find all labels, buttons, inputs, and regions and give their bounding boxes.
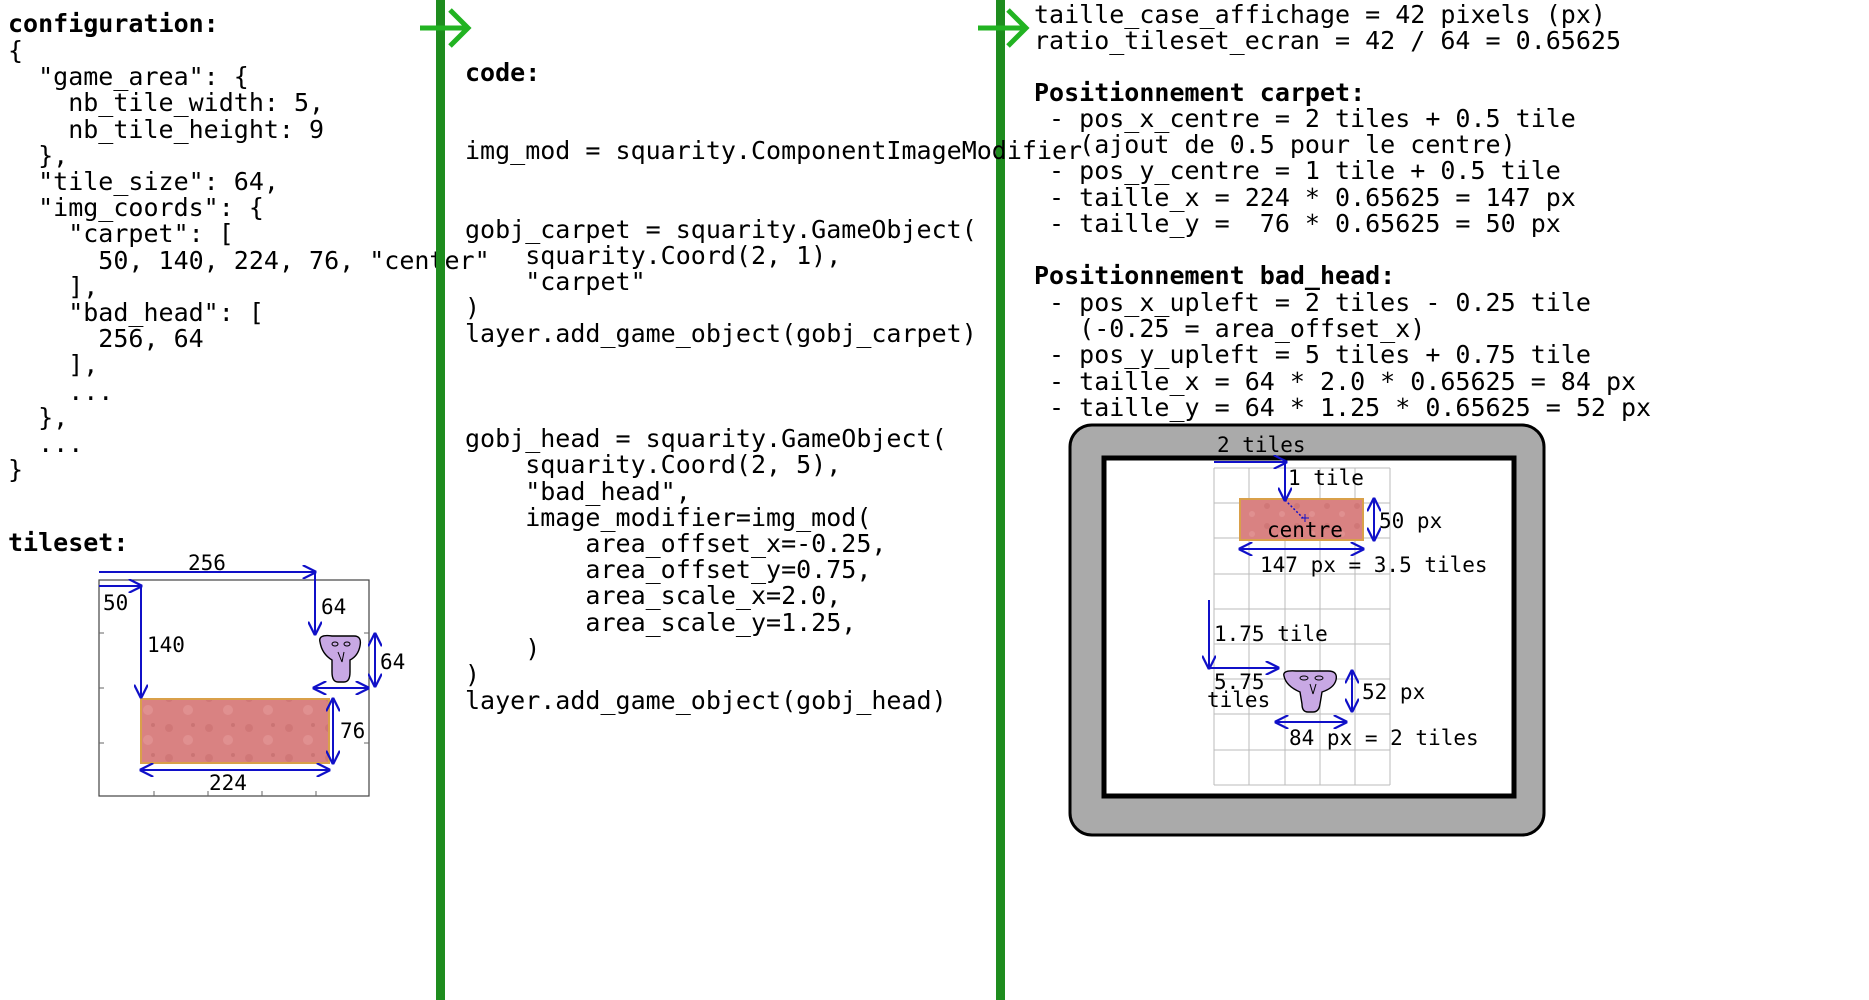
- code-line: squarity.Coord(2, 1),: [465, 240, 842, 270]
- screen-label-5-75: 5.75: [1214, 670, 1265, 694]
- config-line: nb_tile_height: 9: [8, 114, 325, 144]
- config-line: },: [8, 402, 69, 432]
- code-line: gobj_carpet = squarity.GameObject(: [465, 214, 977, 244]
- carpet-line: (ajout de 0.5 pour le centre): [1034, 130, 1516, 160]
- screen-label-147-px: 147 px = 3.5 tiles: [1260, 553, 1488, 577]
- label-64-height: 64: [380, 650, 406, 674]
- code-line: area_scale_x=2.0,: [465, 581, 842, 611]
- config-line: nb_tile_width: 5,: [8, 88, 325, 118]
- code-line: "carpet": [465, 267, 646, 296]
- bad-head-sprite: [319, 634, 362, 683]
- screen-carpet: [1239, 498, 1364, 541]
- screen-label-84-px: 84 px = 2 tiles: [1289, 726, 1479, 750]
- config-line: 50, 140, 224, 76, "center": [8, 245, 490, 275]
- config-line: "img_coords": {: [8, 193, 264, 223]
- bad-head-line: - pos_x_upleft = 2 tiles - 0.25 tile: [1034, 288, 1591, 317]
- carpet-line: - taille_x = 224 * 0.65625 = 147 px: [1034, 182, 1576, 212]
- code-line: layer.add_game_object(gobj_head): [465, 686, 947, 716]
- config-line: "carpet": [: [8, 219, 234, 249]
- code-line: img_mod = squarity.ComponentImageModifie…: [465, 136, 1083, 165]
- carpet-tile: [140, 698, 330, 764]
- green-right-arrow-icon-2: [978, 8, 1030, 48]
- screen-label-52-px: 52 px: [1362, 680, 1426, 704]
- code-line: squarity.Coord(2, 5),: [465, 450, 842, 480]
- code-line: ): [465, 633, 541, 663]
- screen-label-2-tiles: 2 tiles: [1217, 433, 1306, 457]
- bad-head-line: - pos_y_upleft = 5 tiles + 0.75 tile: [1034, 340, 1591, 370]
- bad-head-section-title: Positionnement bad_head:: [1034, 261, 1396, 290]
- code-line: ): [465, 293, 481, 323]
- code-line: layer.add_game_object(gobj_carpet): [465, 319, 977, 349]
- bad-head-line: - taille_y = 64 * 1.25 * 0.65625 = 52 px: [1034, 392, 1652, 422]
- label-224: 224: [209, 771, 247, 795]
- code-line: area_offset_x=-0.25,: [465, 529, 887, 558]
- screen-label-centre: centre: [1267, 518, 1343, 542]
- bad-head-line: (-0.25 = area_offset_x): [1034, 314, 1426, 344]
- carpet-line: - pos_y_centre = 1 tile + 0.5 tile: [1034, 156, 1561, 186]
- label-140: 140: [147, 633, 185, 657]
- config-line: }: [8, 455, 24, 485]
- green-right-arrow-icon: [420, 8, 472, 48]
- screen-label-50-px: 50 px: [1379, 509, 1443, 533]
- config-line: ...: [8, 429, 84, 458]
- config-line: "bad_head": [: [8, 298, 264, 327]
- code-title: code:: [465, 58, 541, 87]
- config-line: ],: [8, 350, 99, 380]
- dim-centre-dotted: [1284, 499, 1306, 521]
- carpet-line: - pos_x_centre = 2 tiles + 0.5 tile: [1034, 104, 1576, 133]
- divider-right: [996, 0, 1005, 1000]
- config-line: ],: [8, 271, 99, 301]
- ratio-line: taille_case_affichage = 42 pixels (px): [1034, 0, 1606, 29]
- carpet-line: - taille_y = 76 * 0.65625 = 50 px: [1034, 208, 1561, 238]
- bad-head-line: - taille_x = 64 * 2.0 * 0.65625 = 84 px: [1034, 366, 1637, 396]
- config-line: "game_area": {: [8, 62, 249, 92]
- screen-label-1-tile: 1 tile: [1288, 466, 1364, 490]
- label-64-offset: 64: [321, 595, 347, 619]
- code-line: image_modifier=img_mod(: [465, 502, 872, 532]
- code-line: "bad_head",: [465, 476, 691, 506]
- code-line: ): [465, 660, 481, 689]
- code-line: gobj_head = squarity.GameObject(: [465, 424, 947, 454]
- divider-left: [436, 0, 445, 1000]
- config-line: },: [8, 140, 69, 170]
- config-line: "tile_size": 64,: [8, 167, 279, 196]
- label-50: 50: [103, 591, 129, 615]
- config-line: {: [8, 36, 24, 65]
- label-76: 76: [340, 719, 366, 743]
- config-line: 256, 64: [8, 324, 204, 354]
- screen-label-tiles: tiles: [1207, 688, 1271, 712]
- configuration-title: configuration:: [8, 9, 219, 38]
- screen-label-1-75-tile: 1.75 tile: [1214, 622, 1328, 646]
- code-line: area_scale_y=1.25,: [465, 607, 857, 637]
- carpet-section-title: Positionnement carpet:: [1034, 78, 1366, 107]
- label-256: 256: [188, 551, 226, 575]
- tileset-diagram: [98, 540, 430, 797]
- tileset-title: tileset:: [8, 528, 129, 557]
- config-line: ...: [8, 376, 114, 406]
- code-line: area_offset_y=0.75,: [465, 555, 872, 585]
- screen-bad-head-sprite: [1283, 670, 1338, 713]
- ratio-line: ratio_tileset_ecran = 42 / 64 = 0.65625: [1034, 26, 1621, 55]
- screen-diagram: [1068, 423, 1546, 837]
